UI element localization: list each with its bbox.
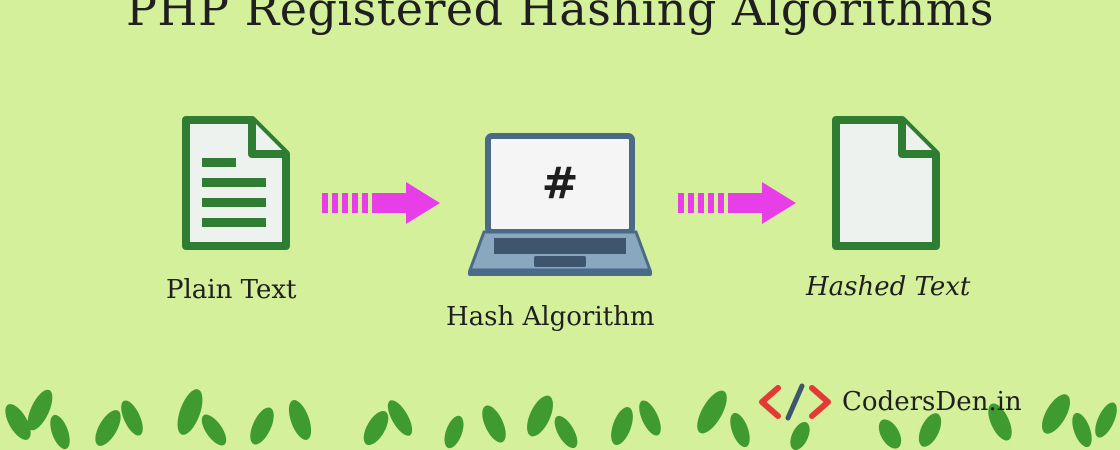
hash-algorithm-label: Hash Algorithm [446, 302, 655, 332]
arrow-right-icon [678, 182, 796, 224]
plant-leaves-decoration [5, 389, 1117, 450]
hash-symbol: # [542, 158, 579, 209]
page-title: PHP Registered Hashing Algorithms [125, 0, 995, 36]
laptop-hash-icon: # [468, 133, 652, 276]
blank-document-icon [832, 116, 940, 250]
brand-name: CodersDen.in [842, 387, 1022, 417]
code-brackets-icon [759, 383, 831, 421]
text-document-icon [182, 116, 290, 250]
arrow-right-icon [322, 182, 440, 224]
brand-logo: CodersDen.in [758, 380, 1022, 424]
plain-text-label: Plain Text [166, 275, 297, 305]
hashed-text-label: Hashed Text [806, 272, 971, 302]
